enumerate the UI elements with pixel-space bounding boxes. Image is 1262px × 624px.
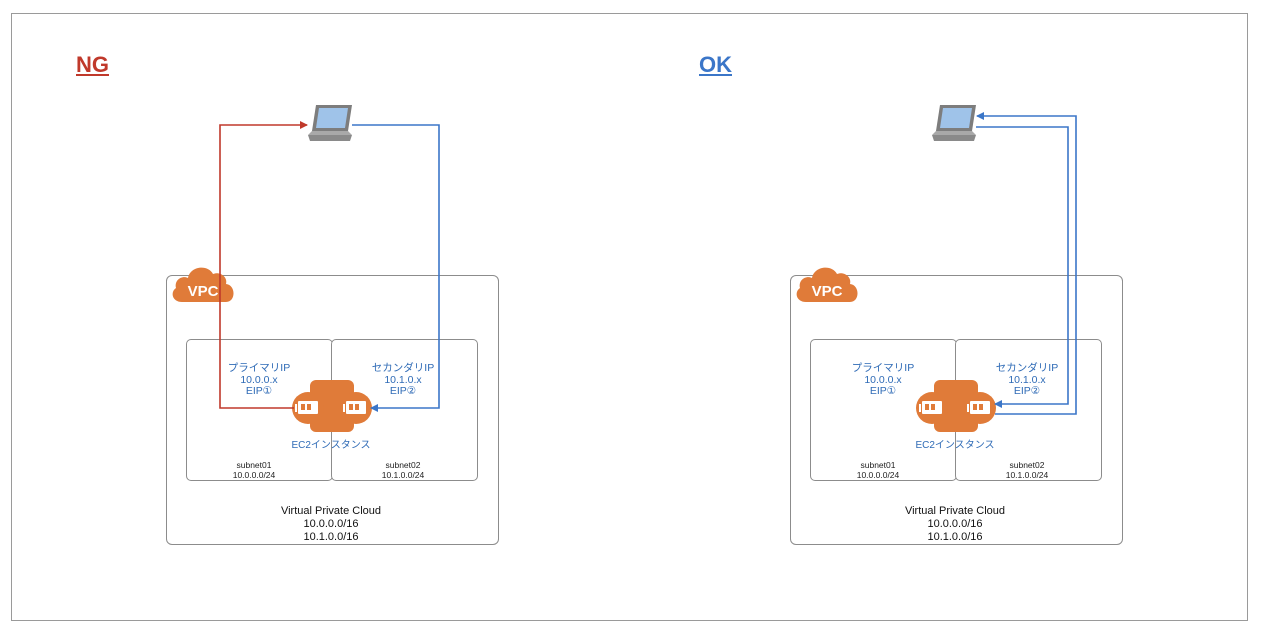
subnet02-cidr: 10.1.0.0/24 <box>381 470 425 480</box>
link-secondary-to-laptop <box>976 112 1077 415</box>
primary-ip-address: 10.0.0.x <box>240 373 278 386</box>
subnet01-cidr: 10.0.0.0/24 <box>856 470 900 480</box>
ec2-instance-icon <box>292 380 372 432</box>
subnet02-name: subnet02 <box>1009 460 1045 470</box>
secondary-eip: EIP② <box>389 385 417 397</box>
primary-ip-block: プライマリIP 10.0.0.x EIP① <box>823 362 943 398</box>
subnet02-name: subnet02 <box>385 460 421 470</box>
network-interface-icon <box>343 401 366 414</box>
vpc-cloud-icon: VPC <box>172 267 234 302</box>
subnet02-label: subnet02 10.1.0.0/24 <box>967 460 1087 480</box>
ok-panel: OK VPC プライマリIP 10.0.0.x EIP① セカンダリIP 10.… <box>624 0 1244 624</box>
subnet02-cidr: 10.1.0.0/24 <box>1005 470 1049 480</box>
verdict-label: OK <box>699 52 732 77</box>
vpc-caption-cidr-1: 10.0.0.0/16 <box>927 518 983 530</box>
network-interface-icon <box>967 401 990 414</box>
connections-layer <box>219 121 440 412</box>
vpc-caption-cidr-2: 10.1.0.0/16 <box>303 531 359 543</box>
secondary-ip-address: 10.1.0.x <box>384 373 422 386</box>
secondary-ip-block: セカンダリIP 10.1.0.x EIP② <box>343 362 463 398</box>
primary-ip-address: 10.0.0.x <box>864 373 902 386</box>
subnet01-label: subnet01 10.0.0.0/24 <box>194 460 314 480</box>
subnet01-label: subnet01 10.0.0.0/24 <box>818 460 938 480</box>
vpc-caption: Virtual Private Cloud 10.0.0.0/16 10.1.0… <box>166 505 496 544</box>
ec2-instance-label: EC2インスタンス <box>291 440 371 451</box>
ng-panel: NG VPC プライマリIP 10.0.0.x EIP① セカンダリIP 10.… <box>0 0 620 624</box>
secondary-ip-title: セカンダリIP <box>371 362 435 374</box>
primary-ip-block: プライマリIP 10.0.0.x EIP① <box>199 362 319 398</box>
ec2-instance-label: EC2インスタンス <box>915 440 995 451</box>
ec2-instance-icon <box>916 380 996 432</box>
primary-eip: EIP① <box>869 385 897 397</box>
verdict-label: NG <box>76 52 109 77</box>
laptop-icon <box>308 105 352 141</box>
primary-ip-title: プライマリIP <box>851 362 915 374</box>
link-laptop-to-secondary <box>352 124 440 412</box>
vpc-caption-name: Virtual Private Cloud <box>280 505 382 517</box>
laptop-icon <box>932 105 976 141</box>
vpc-caption-cidr-1: 10.0.0.0/16 <box>303 518 359 530</box>
secondary-ip-address: 10.1.0.x <box>1008 373 1046 386</box>
secondary-ip-title: セカンダリIP <box>995 362 1059 374</box>
subnet01-name: subnet01 <box>860 460 896 470</box>
secondary-eip: EIP② <box>1013 385 1041 397</box>
vpc-cloud-icon: VPC <box>796 267 858 302</box>
network-interface-icon <box>919 401 942 414</box>
vpc-caption-cidr-2: 10.1.0.0/16 <box>927 531 983 543</box>
subnet01-cidr: 10.0.0.0/24 <box>232 470 276 480</box>
link-laptop-to-secondary <box>976 126 1069 408</box>
primary-eip: EIP① <box>245 385 273 397</box>
vpc-badge-text: VPC <box>188 283 219 300</box>
vpc-caption-name: Virtual Private Cloud <box>904 505 1006 517</box>
subnet01-name: subnet01 <box>236 460 272 470</box>
secondary-ip-block: セカンダリIP 10.1.0.x EIP② <box>967 362 1087 398</box>
vpc-badge-text: VPC <box>812 283 843 300</box>
connections-layer <box>976 112 1077 415</box>
network-interface-icon <box>295 401 318 414</box>
link-primary-to-laptop <box>219 121 308 409</box>
vpc-caption: Virtual Private Cloud 10.0.0.0/16 10.1.0… <box>790 505 1120 544</box>
subnet02-label: subnet02 10.1.0.0/24 <box>343 460 463 480</box>
primary-ip-title: プライマリIP <box>227 362 291 374</box>
